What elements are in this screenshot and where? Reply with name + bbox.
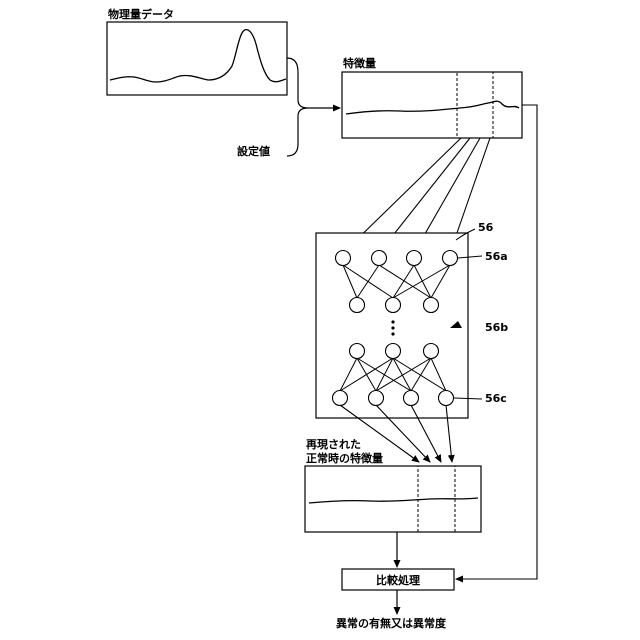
- input-node: [372, 251, 387, 266]
- hidden-node: [424, 344, 439, 359]
- hidden-node: [350, 298, 365, 313]
- input-node: [407, 251, 422, 266]
- comparison-label: 比較処理: [342, 569, 454, 590]
- output-node: [333, 391, 348, 406]
- feature-box: [342, 72, 522, 138]
- ellipsis-dots: [391, 320, 394, 335]
- hidden-node: [386, 298, 401, 313]
- physical-data-label: 物理量データ: [108, 8, 174, 21]
- setting-value-label: 設定値: [237, 145, 270, 158]
- input-layer-ref: 56a: [485, 250, 508, 263]
- hidden-node: [386, 344, 401, 359]
- reproduced-label-line2: 正常時の特徴量: [306, 452, 383, 465]
- output-layer-ref: 56c: [485, 392, 507, 405]
- output-node: [404, 391, 419, 406]
- output-node: [369, 391, 384, 406]
- feature-label: 特徴量: [343, 57, 376, 70]
- input-node: [336, 251, 351, 266]
- hidden-node: [424, 298, 439, 313]
- result-label: 異常の有無又は異常度: [336, 617, 446, 630]
- hidden-layer-2: [350, 344, 439, 359]
- hidden-ref: 56b: [485, 321, 508, 334]
- merge-brace: [287, 58, 308, 156]
- output-node: [439, 391, 454, 406]
- reproduced-label-line1: 再現された: [306, 438, 361, 451]
- input-node: [443, 251, 458, 266]
- hidden-node: [350, 344, 365, 359]
- network-ref: 56: [478, 221, 493, 234]
- hidden-layer-1: [350, 298, 439, 313]
